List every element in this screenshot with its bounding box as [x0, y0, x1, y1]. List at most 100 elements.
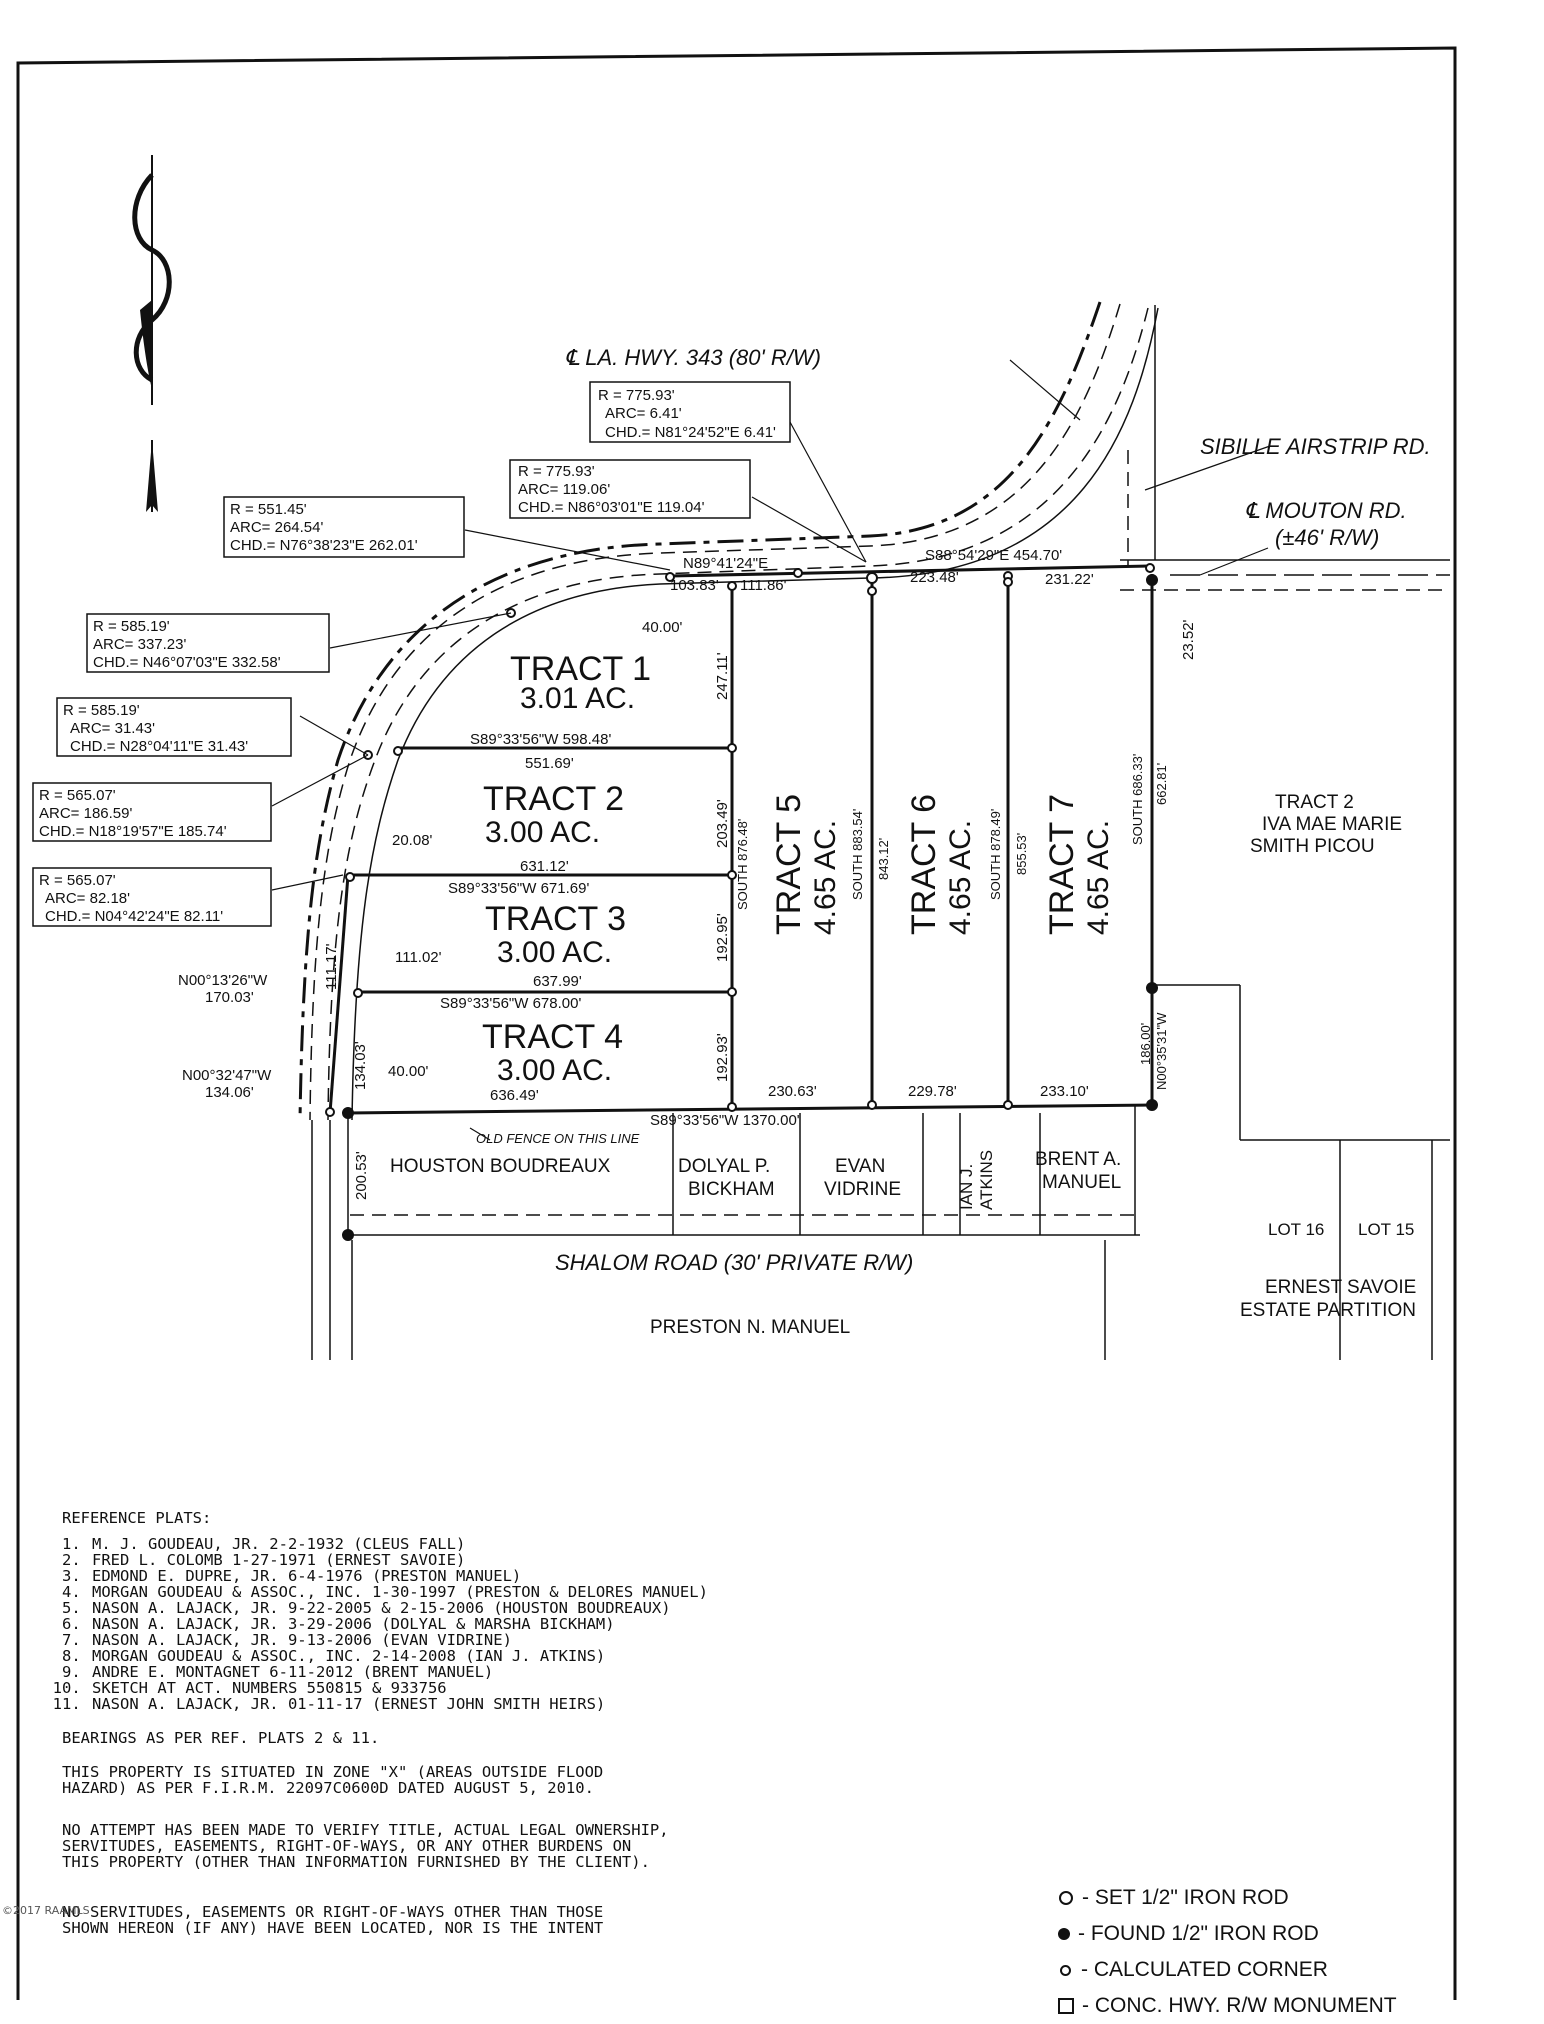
tract-3-area: 3.00 AC. — [497, 936, 612, 969]
dim-label: 111.86' — [740, 577, 787, 594]
leader-lines — [271, 359, 1271, 1141]
reference-plat-item: MORGAN GOUDEAU & ASSOC., INC. 1-30-1997 … — [90, 1584, 922, 1600]
notes-block: REFERENCE PLATS: M. J. GOUDEAU, JR. 2-2-… — [62, 1510, 922, 1936]
adjoiner-brent: MANUEL — [1042, 1172, 1121, 1193]
tract-7-area: 4.65 AC. — [1082, 820, 1115, 935]
dim-label: N00°32'47"W — [182, 1067, 272, 1084]
dim-label: 843.12' — [876, 838, 891, 880]
curve-box: R = 775.93' ARC= 6.41' CHD.= N81°24'52"E… — [589, 381, 791, 443]
curve-arc: ARC= 264.54' — [230, 519, 323, 536]
highway-label: ℄ LA. HWY. 343 (80' R/W) — [565, 345, 821, 370]
curve-box: R = 585.19' ARC= 31.43' CHD.= N28°04'11"… — [56, 697, 292, 757]
adjoiner-brent: BRENT A. — [1035, 1149, 1121, 1170]
tract-1-area: 3.01 AC. — [520, 682, 635, 715]
dim-label: S88°54'29"E 454.70' — [925, 547, 1062, 564]
curve-radius: R = 565.07' — [39, 872, 116, 889]
tract-2-title: TRACT 2 — [483, 780, 624, 818]
fence-note: OLD FENCE ON THIS LINE — [476, 1131, 640, 1146]
adjoiner-picou: IVA MAE MARIE — [1262, 814, 1402, 835]
tract-boundaries — [328, 564, 1154, 1115]
curve-radius: R = 775.93' — [518, 463, 595, 480]
mouton-road-label: ℄ MOUTON RD. — [1245, 498, 1407, 523]
dim-label: S89°33'56"W 1370.00' — [650, 1112, 800, 1129]
highway-curves — [298, 301, 1159, 1121]
lot-15-label: LOT 15 — [1358, 1220, 1414, 1239]
reference-plat-item: NASON A. LAJACK, JR. 9-22-2005 & 2-15-20… — [90, 1600, 922, 1616]
curve-arc: ARC= 186.59' — [39, 805, 132, 822]
reference-plat-item: NASON A. LAJACK, JR. 9-13-2006 (EVAN VID… — [90, 1632, 922, 1648]
watermark: ©2017 RAAMLS — [2, 1904, 90, 1917]
curve-radius: R = 775.93' — [598, 387, 675, 404]
adjoiner-picou: TRACT 2 — [1275, 792, 1354, 813]
dim-label: N00°35'31"W — [1154, 1012, 1169, 1090]
tract-4-area: 3.00 AC. — [497, 1054, 612, 1087]
curve-box: R = 551.45' ARC= 264.54' CHD.= N76°38'23… — [223, 496, 465, 558]
dim-label: 23.52' — [1180, 619, 1197, 660]
dim-label: 203.49' — [714, 799, 731, 848]
dim-label: 631.12' — [520, 858, 569, 875]
curve-chord: CHD.= N28°04'11"E 31.43' — [70, 738, 248, 755]
curve-arc: ARC= 337.23' — [93, 636, 186, 653]
dim-label: 233.10' — [1040, 1083, 1089, 1100]
tract-5-area: 4.65 AC. — [809, 820, 842, 935]
curve-radius: R = 565.07' — [39, 787, 116, 804]
curve-chord: CHD.= N04°42'24"E 82.11' — [45, 908, 223, 925]
dim-label: SOUTH 883.54' — [850, 809, 865, 900]
curve-box: R = 585.19' ARC= 337.23' CHD.= N46°07'03… — [86, 613, 330, 673]
dim-label: 637.99' — [533, 973, 582, 990]
dim-label: 20.08' — [392, 832, 433, 849]
tract-4-title: TRACT 4 — [482, 1018, 623, 1056]
calculated-corner-icon — [1060, 1964, 1071, 1976]
legend-label: - CONC. HWY. R/W MONUMENT — [1082, 1994, 1397, 2017]
legend-label: - SET 1/2" IRON ROD — [1082, 1886, 1289, 1909]
dim-label: 170.03' — [205, 989, 254, 1006]
shalom-road-label: SHALOM ROAD (30' PRIVATE R/W) — [555, 1250, 913, 1275]
adjoiner-labels: TRACT 2 IVA MAE MARIE SMITH PICOU HOUSTO… — [390, 792, 1416, 1338]
dim-label: 134.06' — [205, 1084, 254, 1101]
curve-arc: ARC= 31.43' — [70, 720, 155, 737]
curve-box: R = 565.07' ARC= 82.18' CHD.= N04°42'24"… — [32, 867, 272, 927]
reference-plat-item: NASON A. LAJACK, JR. 01-11-17 (ERNEST JO… — [90, 1696, 922, 1712]
curve-box: R = 565.07' ARC= 186.59' CHD.= N18°19'57… — [32, 782, 272, 842]
legend-label: - CALCULATED CORNER — [1081, 1958, 1328, 1981]
tract-5-title: TRACT 5 — [770, 794, 808, 935]
dim-label: N00°13'26"W — [178, 972, 268, 989]
dim-label: N89°41'24"E — [683, 555, 768, 572]
dim-label: 636.49' — [490, 1087, 539, 1104]
highway-monument-icon — [1058, 1998, 1074, 2014]
dim-label: 551.69' — [525, 755, 574, 772]
tract-7-title: TRACT 7 — [1043, 794, 1081, 935]
adjoiner-vidrine: EVAN — [835, 1156, 885, 1177]
drawing-border — [16, 46, 1457, 2000]
title-note: NO ATTEMPT HAS BEEN MADE TO VERIFY TITLE… — [62, 1821, 669, 1871]
side-roads — [1120, 305, 1450, 591]
legend-row: - FOUND 1/2" IRON ROD — [1052, 1916, 1452, 1952]
curve-box: R = 775.93' ARC= 119.06' CHD.= N86°03'01… — [509, 459, 751, 519]
dim-label: S89°33'56"W 598.48' — [470, 731, 611, 748]
reference-plat-item: ANDRE E. MONTAGNET 6-11-2012 (BRENT MANU… — [90, 1664, 922, 1680]
dim-label: SOUTH 686.33' — [1130, 754, 1145, 845]
adjoiner-atkins: IAN J. — [957, 1164, 976, 1210]
reference-plat-item: NASON A. LAJACK, JR. 3-29-2006 (DOLYAL &… — [90, 1616, 922, 1632]
legend-row: - SET 1/2" IRON ROD — [1052, 1880, 1452, 1916]
dim-label: 192.95' — [714, 913, 731, 962]
adjoiner-atkins: ATKINS — [977, 1150, 996, 1210]
tract-6-title: TRACT 6 — [905, 794, 943, 935]
dim-label: 40.00' — [388, 1063, 429, 1080]
corner-markers — [325, 563, 1158, 1241]
tract-2-area: 3.00 AC. — [485, 816, 600, 849]
adjoiner-lines — [311, 984, 1450, 1360]
legend-label: - FOUND 1/2" IRON ROD — [1078, 1922, 1319, 1945]
adjoiner-preston: PRESTON N. MANUEL — [650, 1317, 850, 1338]
reference-plat-item: FRED L. COLOMB 1-27-1971 (ERNEST SAVOIE) — [90, 1552, 922, 1568]
curve-radius: R = 551.45' — [230, 501, 307, 518]
flood-zone-note: THIS PROPERTY IS SITUATED IN ZONE "X" (A… — [62, 1763, 604, 1797]
adjoiner-savoie: ERNEST SAVOIE — [1265, 1277, 1416, 1298]
reference-plat-item: MORGAN GOUDEAU & ASSOC., INC. 2-14-2008 … — [90, 1648, 922, 1664]
legend-row: - CONC. HWY. R/W MONUMENT — [1052, 1988, 1452, 2024]
dim-label: 40.00' — [642, 619, 683, 636]
dim-label: 247.11' — [714, 652, 731, 700]
adjoiner-bickham: DOLYAL P. — [678, 1156, 770, 1177]
reference-plat-item: EDMOND E. DUPRE, JR. 6-4-1976 (PRESTON M… — [90, 1568, 922, 1584]
